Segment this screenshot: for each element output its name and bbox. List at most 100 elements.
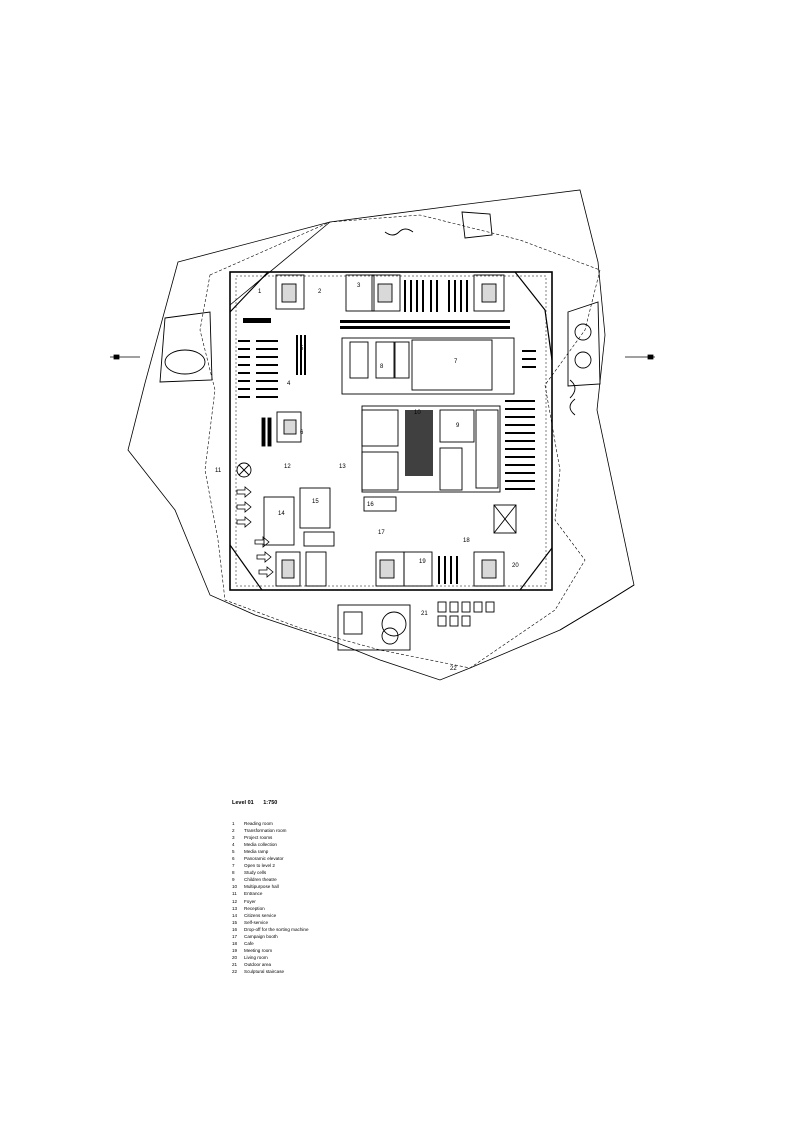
bottom-shelving <box>438 556 458 584</box>
legend-item-number: 14 <box>232 912 238 918</box>
legend-item-number: 16 <box>232 926 238 932</box>
legend-item-label: Entrance <box>244 891 263 897</box>
shelving-right <box>505 350 536 490</box>
legend-item: 16 Drop-off for the sorting machine <box>232 926 492 933</box>
building-outline <box>229 271 553 591</box>
site-outline <box>127 189 635 681</box>
legend-item-number: 12 <box>232 898 238 904</box>
legend-item-number: 2 <box>232 828 235 834</box>
room-label-8: 8 <box>380 364 384 370</box>
legend-item-label: Media collection <box>244 842 277 848</box>
legend-item-label: Reading room <box>244 821 273 826</box>
exterior-features <box>159 211 601 651</box>
legend-item-number: 3 <box>232 835 235 841</box>
legend-item-label: Campaign booth <box>244 933 278 939</box>
floor-plan: 1 2 3 4 5 6 7 8 9 10 11 12 13 14 15 16 1… <box>110 189 655 681</box>
room-label-4: 4 <box>287 381 291 387</box>
room-label-7: 7 <box>454 359 458 365</box>
legend-item: 17 Campaign booth <box>232 933 492 940</box>
legend-item-label: Study cells <box>244 870 267 876</box>
legend-item-number: 17 <box>232 933 238 939</box>
void-open-to-level2 <box>341 337 515 395</box>
legend-item: 15 Self-service <box>232 919 492 926</box>
room-label-20: 20 <box>512 563 519 569</box>
legend: Level 01 1:750 1 Reading room 2 Transforma… <box>232 800 492 975</box>
legend-item-label: Meeting room <box>244 947 273 953</box>
legend-item: 3 Project rooms <box>232 834 492 841</box>
legend-item-label: Outdoor area <box>244 961 272 967</box>
room-label-2: 2 <box>318 289 322 295</box>
level-label: Level 01 <box>232 800 254 806</box>
legend-item-number: 9 <box>232 877 235 883</box>
legend-item: 10 Multipurpose hall <box>232 883 492 890</box>
legend-item-label: Project rooms <box>244 835 273 841</box>
legend-item: 21 Outdoor area <box>232 961 492 968</box>
legend-item-number: 10 <box>232 884 238 890</box>
legend-item-label: Sculptural staircase <box>244 968 285 974</box>
legend-item: 11 Entrance <box>232 890 492 897</box>
legend-item: 19 Meeting room <box>232 947 492 954</box>
legend-item-number: 5 <box>232 849 235 855</box>
legend-item-label: Panoramic elevator <box>244 856 284 862</box>
legend-item-label: Children theatre <box>244 877 277 883</box>
legend-item-number: 11 <box>232 891 237 897</box>
scale-label: 1:750 <box>263 800 278 806</box>
outdoor-tables <box>437 601 495 627</box>
legend-item: 22 Sculptural staircase <box>232 968 492 975</box>
room-label-18: 18 <box>463 538 470 544</box>
legend-item-number: 8 <box>232 870 235 876</box>
legend-item-label: Citizens service <box>244 912 277 918</box>
room-label-10: 10 <box>414 410 421 416</box>
room-label-1: 1 <box>258 289 262 295</box>
legend-item-label: Living room <box>244 954 268 960</box>
legend-item-number: 6 <box>232 856 235 862</box>
room-label-16: 16 <box>367 502 374 508</box>
shelving-left <box>238 318 306 398</box>
legend-item-number: 4 <box>232 842 235 848</box>
legend-item: 6 Panoramic elevator <box>232 855 492 862</box>
legend-item-label: Self-service <box>244 919 268 925</box>
legend-item: 5 Media ramp <box>232 848 492 855</box>
legend-item-number: 22 <box>232 968 238 974</box>
legend-item-number: 1 <box>232 821 235 826</box>
room-label-21: 21 <box>421 611 428 617</box>
legend-item-label: Drop-off for the sorting machine <box>244 926 309 932</box>
room-label-3: 3 <box>357 283 361 289</box>
room-label-14: 14 <box>278 511 285 517</box>
legend-item-number: 19 <box>232 947 238 953</box>
legend-item-label: Cafe <box>244 940 254 946</box>
room-label-19: 19 <box>419 559 426 565</box>
left-rooms <box>236 411 397 547</box>
legend-list: 1 Reading room 2 Transformation room 3 Proj… <box>232 820 492 975</box>
legend-item-number: 13 <box>232 905 238 911</box>
legend-item-label: Transformation room <box>244 828 287 834</box>
legend-item: 1 Reading room <box>232 820 492 827</box>
legend-item: 13 Reception <box>232 905 492 912</box>
room-label-15: 15 <box>312 499 319 505</box>
room-label-9: 9 <box>456 423 460 429</box>
legend-item-label: Multipurpose hall <box>244 884 279 890</box>
room-label-11: 11 <box>215 468 222 474</box>
legend-item: 14 Citizens service <box>232 912 492 919</box>
bottom-rooms <box>275 504 517 587</box>
auditorium-seating <box>405 410 433 476</box>
legend-item: 9 Children theatre <box>232 876 492 883</box>
room-label-22: 22 <box>450 666 457 672</box>
section-markers <box>110 354 655 360</box>
legend-item: 4 Media collection <box>232 841 492 848</box>
room-label-12: 12 <box>284 464 291 470</box>
legend-item: 12 Foyer <box>232 898 492 905</box>
room-label-5: 5 <box>300 346 304 352</box>
legend-item-number: 21 <box>232 961 238 967</box>
legend-item-label: Foyer <box>244 898 256 904</box>
legend-item-number: 15 <box>232 919 238 925</box>
legend-header: Level 01 1:750 <box>232 800 492 806</box>
legend-item-number: 18 <box>232 940 238 946</box>
shelving-top <box>340 280 510 329</box>
top-rooms <box>275 274 505 312</box>
legend-item-label: Reception <box>244 905 265 911</box>
legend-item-number: 7 <box>232 863 235 869</box>
legend-item-label: Media ramp <box>244 849 269 855</box>
